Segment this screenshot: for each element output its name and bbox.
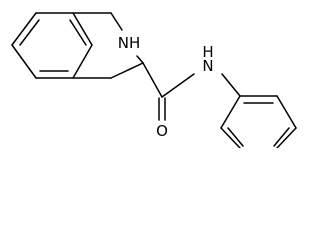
piperidine-ring bbox=[72, 12, 144, 79]
amide-h-label: H bbox=[202, 43, 213, 61]
bond bbox=[142, 62, 163, 98]
benzo-ring bbox=[11, 12, 93, 79]
bond bbox=[136, 55, 144, 64]
bond bbox=[110, 62, 144, 79]
bond bbox=[220, 95, 241, 129]
bond bbox=[161, 73, 195, 98]
bond bbox=[11, 12, 37, 46]
bond bbox=[220, 127, 241, 148]
bond bbox=[276, 95, 297, 129]
chemical-structure-diagram: NH H N O bbox=[11, 12, 297, 148]
bond bbox=[72, 44, 93, 79]
amide-n-label: N bbox=[202, 57, 213, 75]
bond bbox=[227, 127, 244, 147]
carboxamide-group bbox=[142, 62, 241, 121]
bond bbox=[110, 12, 123, 31]
bond bbox=[72, 12, 93, 46]
carbonyl-o-label: O bbox=[156, 122, 168, 140]
bond bbox=[273, 127, 290, 147]
bond bbox=[221, 73, 241, 97]
bond bbox=[276, 127, 297, 148]
bond bbox=[19, 19, 40, 46]
phenyl-ring bbox=[220, 95, 297, 148]
bond bbox=[69, 19, 87, 46]
bond bbox=[11, 44, 37, 79]
amine-nh-label: NH bbox=[118, 34, 141, 52]
